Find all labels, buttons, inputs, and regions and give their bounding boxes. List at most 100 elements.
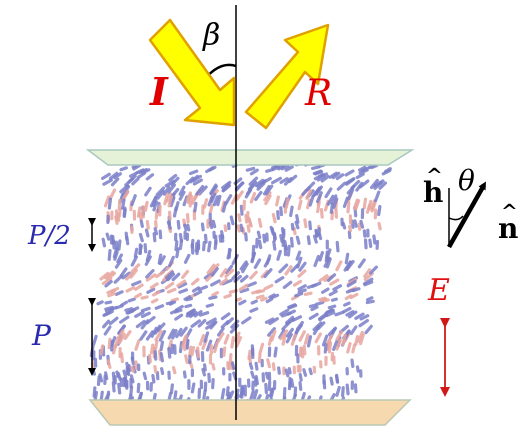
molecule bbox=[278, 263, 289, 274]
molecule bbox=[316, 201, 321, 214]
molecule bbox=[317, 227, 321, 237]
molecule bbox=[249, 389, 255, 402]
molecule bbox=[320, 174, 330, 183]
molecule bbox=[181, 337, 187, 349]
molecule bbox=[359, 369, 363, 378]
molecule bbox=[279, 206, 284, 217]
molecule bbox=[198, 311, 210, 317]
molecule bbox=[220, 320, 230, 329]
molecule bbox=[167, 183, 176, 194]
molecule bbox=[133, 247, 139, 259]
molecule bbox=[265, 168, 274, 173]
molecule bbox=[302, 344, 307, 356]
molecule bbox=[253, 258, 262, 269]
molecule bbox=[202, 241, 206, 252]
molecule bbox=[312, 365, 317, 374]
molecule bbox=[223, 293, 232, 299]
molecule bbox=[145, 269, 155, 279]
molecule bbox=[332, 284, 343, 292]
molecule bbox=[142, 371, 148, 381]
molecule bbox=[266, 358, 272, 369]
molecule bbox=[374, 190, 381, 203]
molecule bbox=[316, 321, 326, 331]
molecule bbox=[130, 225, 134, 234]
molecule bbox=[211, 378, 215, 390]
molecule bbox=[239, 274, 249, 283]
molecule bbox=[345, 260, 353, 271]
molecule bbox=[318, 251, 324, 262]
molecule bbox=[158, 255, 166, 266]
molecule bbox=[130, 365, 135, 373]
molecule bbox=[265, 254, 272, 265]
molecule bbox=[285, 317, 295, 326]
molecule bbox=[176, 279, 187, 288]
molecule bbox=[140, 306, 151, 313]
molecule bbox=[119, 184, 130, 194]
molecule bbox=[206, 263, 216, 275]
molecule bbox=[249, 270, 258, 280]
molecule bbox=[208, 353, 213, 365]
molecule bbox=[267, 346, 272, 358]
molecule bbox=[236, 224, 241, 233]
molecule bbox=[234, 181, 245, 191]
molecule bbox=[254, 178, 265, 187]
molecule bbox=[327, 326, 337, 336]
molecule bbox=[165, 300, 174, 306]
molecule bbox=[198, 334, 206, 346]
molecule bbox=[197, 285, 209, 292]
molecule bbox=[330, 351, 335, 362]
molecule bbox=[145, 249, 152, 262]
molecule bbox=[378, 181, 388, 190]
molecule bbox=[277, 366, 281, 375]
molecule bbox=[144, 186, 152, 197]
molecule bbox=[118, 347, 122, 359]
molecule bbox=[349, 325, 358, 336]
molecule bbox=[139, 330, 148, 341]
molecule bbox=[113, 336, 120, 349]
h-vector-hat: ^ bbox=[426, 163, 443, 187]
molecule bbox=[153, 227, 159, 236]
molecule bbox=[308, 303, 317, 309]
molecule bbox=[134, 292, 143, 299]
molecule bbox=[311, 281, 322, 288]
molecule bbox=[314, 229, 319, 238]
molecule bbox=[138, 243, 142, 255]
molecule bbox=[264, 382, 268, 395]
molecule bbox=[328, 171, 338, 179]
molecule bbox=[145, 273, 157, 282]
molecule bbox=[230, 361, 236, 370]
molecule bbox=[108, 171, 119, 180]
molecule bbox=[346, 280, 357, 288]
molecule bbox=[303, 333, 310, 345]
molecule bbox=[279, 329, 289, 341]
molecule bbox=[178, 232, 183, 243]
molecule bbox=[329, 278, 340, 286]
molecule bbox=[255, 237, 259, 249]
molecule bbox=[177, 282, 188, 289]
molecule bbox=[150, 326, 158, 338]
molecule bbox=[134, 339, 141, 351]
molecule bbox=[263, 191, 272, 202]
molecule bbox=[137, 171, 147, 179]
molecule bbox=[197, 185, 208, 196]
molecule bbox=[195, 243, 201, 256]
molecule bbox=[135, 319, 146, 329]
molecule bbox=[317, 345, 321, 356]
molecule bbox=[244, 213, 249, 224]
molecule bbox=[294, 220, 300, 230]
molecule bbox=[144, 228, 150, 238]
molecule bbox=[256, 179, 267, 188]
molecule bbox=[205, 339, 213, 352]
molecule bbox=[220, 387, 226, 401]
molecule bbox=[294, 292, 304, 298]
molecule bbox=[246, 281, 257, 288]
molecule bbox=[305, 188, 313, 200]
molecule bbox=[230, 319, 240, 329]
molecule bbox=[145, 315, 156, 325]
molecule bbox=[284, 265, 293, 276]
pitch-label: P bbox=[31, 319, 52, 352]
molecule bbox=[167, 347, 172, 359]
molecule bbox=[232, 371, 238, 381]
molecule bbox=[250, 370, 256, 379]
molecule bbox=[315, 191, 323, 204]
